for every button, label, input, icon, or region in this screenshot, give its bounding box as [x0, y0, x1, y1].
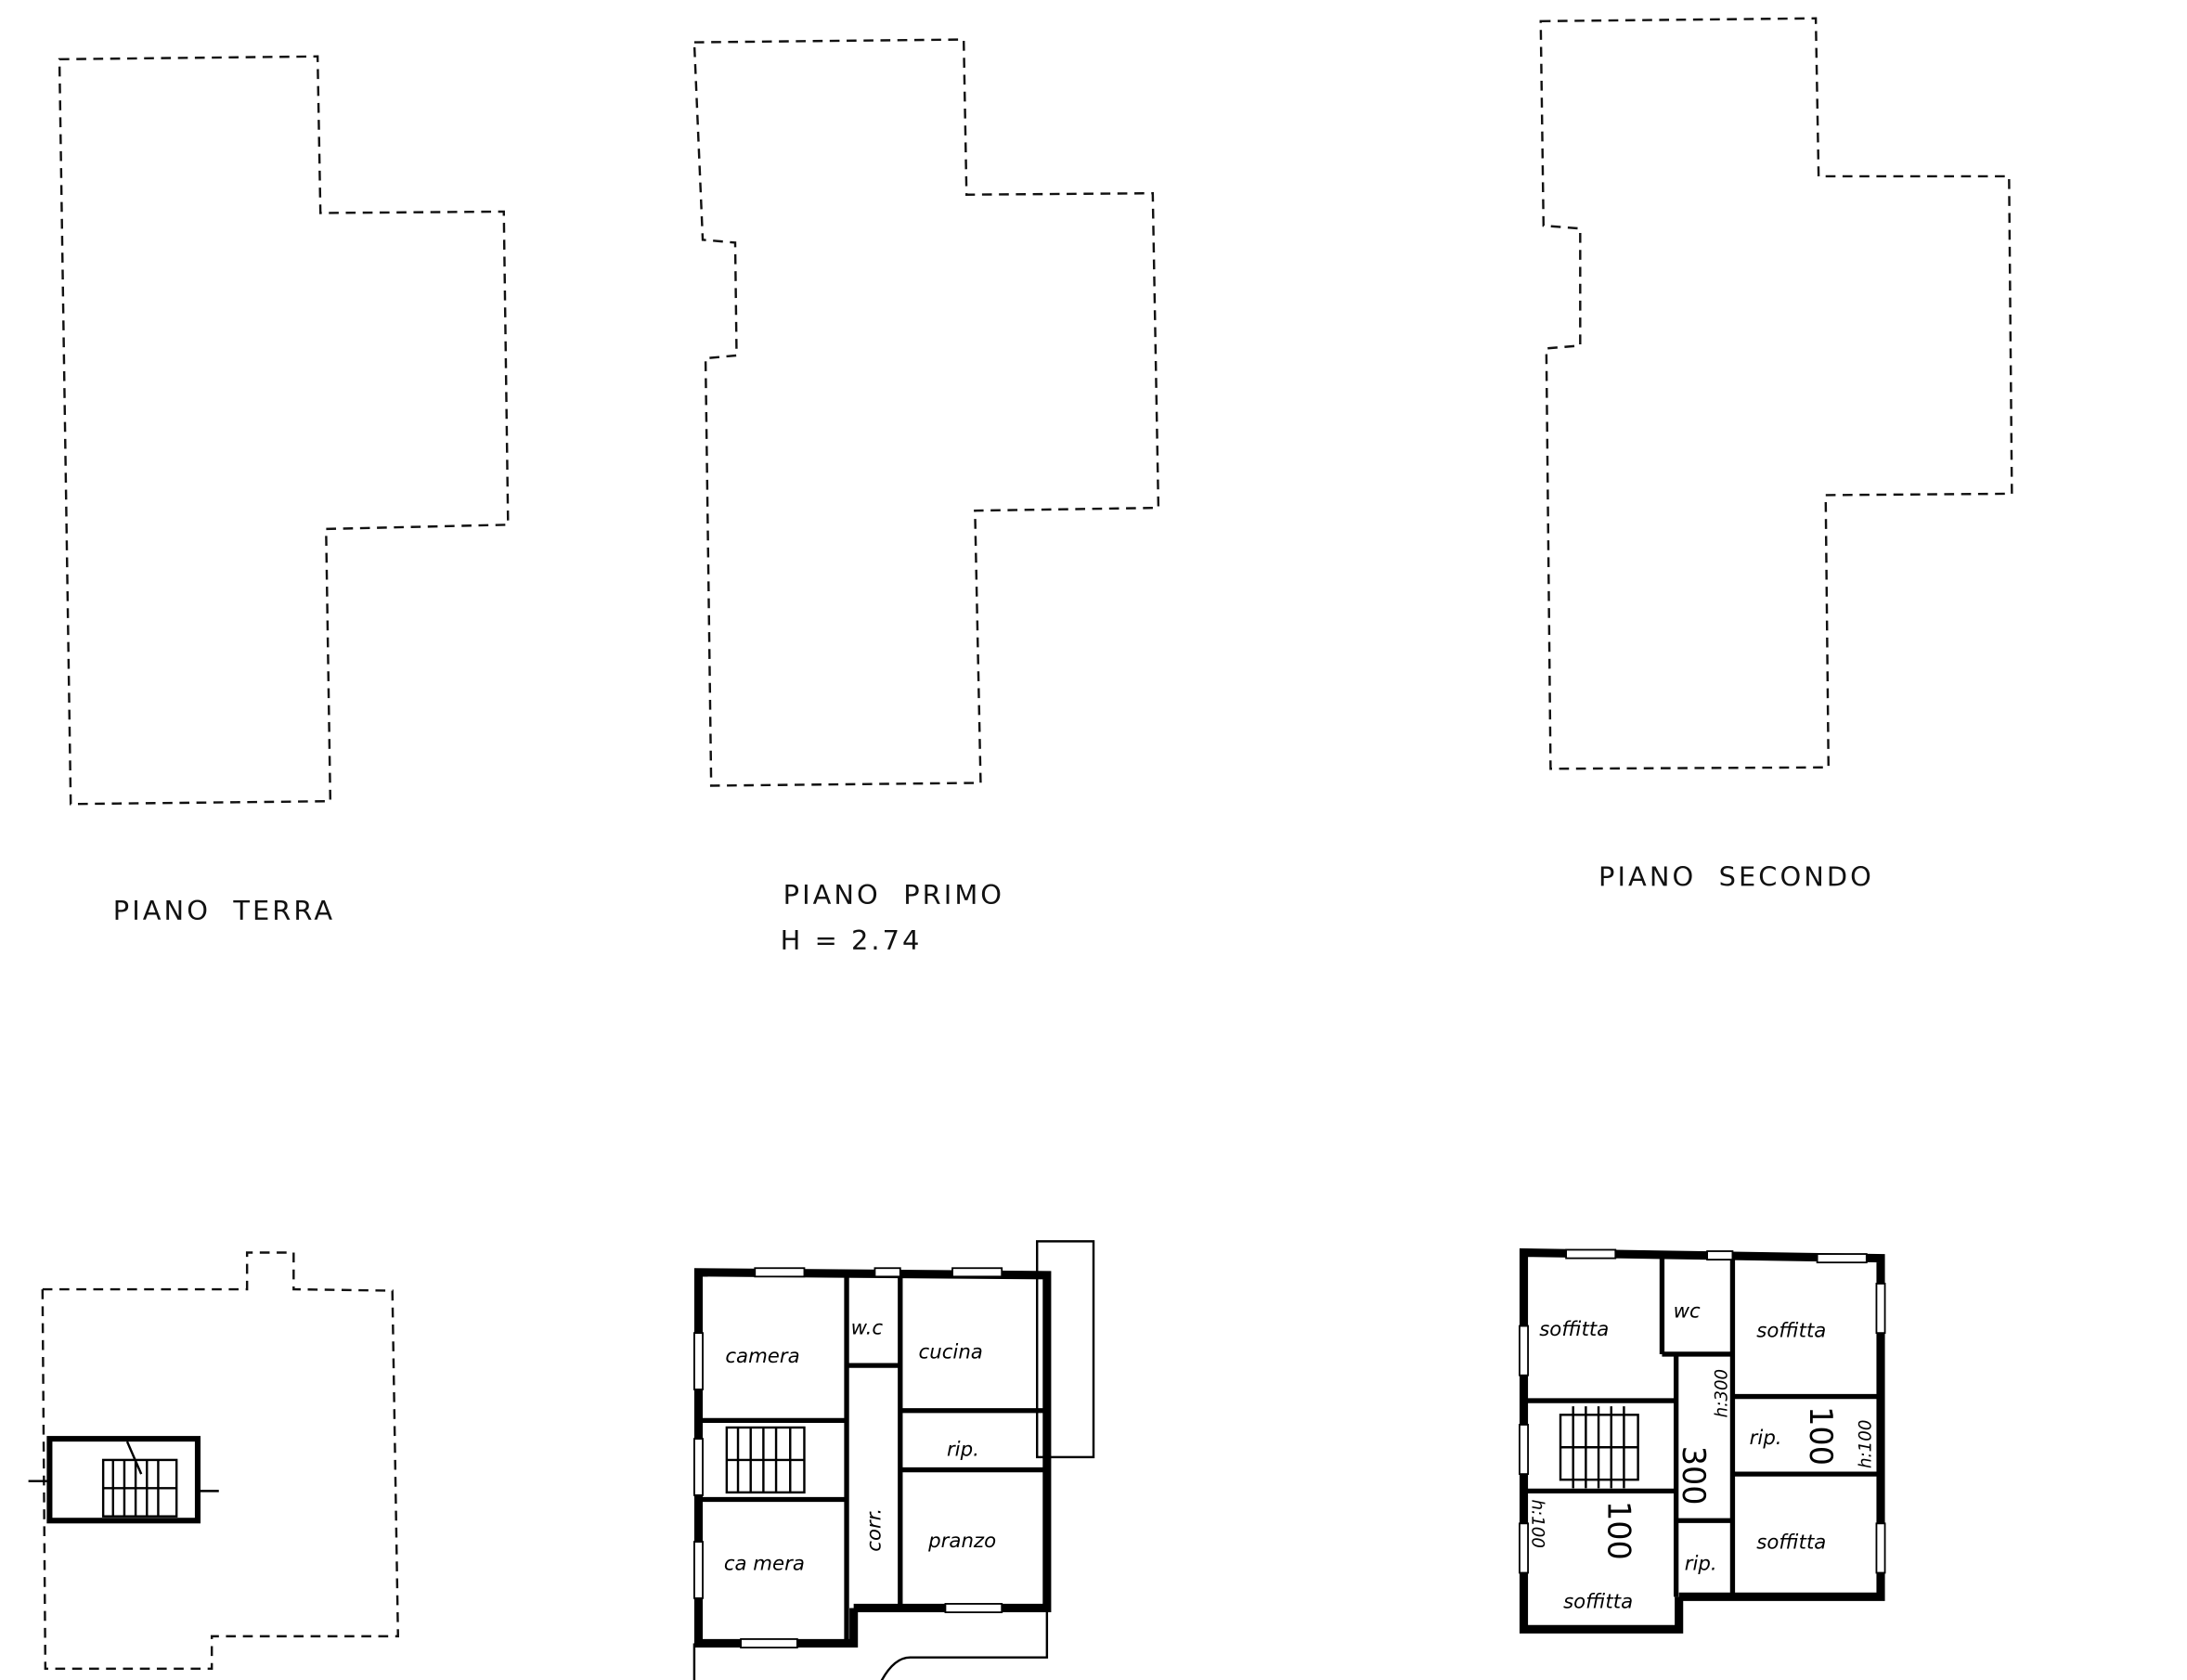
room-wc: wc: [1674, 1299, 1701, 1323]
room-rip: rip.: [947, 1438, 979, 1461]
piano-terra-outline: [58, 55, 510, 806]
second-floor-plan: soffitta wc soffitta rip. soffitta rip. …: [1519, 1247, 1886, 1634]
handwritten-100-left: 100: [1601, 1501, 1637, 1560]
room-wc: w.c: [851, 1317, 884, 1340]
room-soffitta-1: soffitta: [1539, 1318, 1609, 1341]
handwritten-300: 300: [1676, 1446, 1712, 1506]
stair-icon: [1559, 1406, 1639, 1489]
piano-secondo-outline: [1539, 17, 2013, 770]
room-rip-2: rip.: [1685, 1552, 1717, 1575]
room-soffitta-4: soffitta: [1756, 1531, 1826, 1555]
height-soffitta: h:100: [1528, 1499, 1547, 1547]
handwritten-100-right: 100: [1803, 1406, 1839, 1466]
ground-floor-plan: [28, 1251, 400, 1671]
piano-primo-outline: [692, 38, 1160, 787]
label-piano-terra: PIANO TERRA: [113, 895, 335, 926]
label-piano-secondo: PIANO SECONDO: [1598, 860, 1874, 892]
room-soffitta-3: soffitta: [1563, 1590, 1633, 1613]
room-camera-2: ca mera: [724, 1552, 805, 1575]
first-floor-plan: camera w.c cucina rip. corr. pranzo ca m…: [692, 1240, 1095, 1680]
room-pranzo: pranzo: [927, 1530, 996, 1553]
stair-icon: [725, 1426, 806, 1494]
room-soffitta-2: soffitta: [1756, 1320, 1826, 1343]
room-corr: corr.: [863, 1508, 886, 1552]
label-height: H = 2.74: [781, 924, 923, 956]
room-rip: rip.: [1750, 1427, 1782, 1450]
height-rip: h:100: [1856, 1420, 1875, 1468]
height-corridor: h:300: [1712, 1369, 1731, 1417]
room-camera: camera: [725, 1345, 799, 1368]
stair-icon: [101, 1441, 178, 1518]
room-cucina: cucina: [919, 1341, 983, 1364]
label-piano-primo: PIANO PRIMO: [783, 879, 1004, 911]
